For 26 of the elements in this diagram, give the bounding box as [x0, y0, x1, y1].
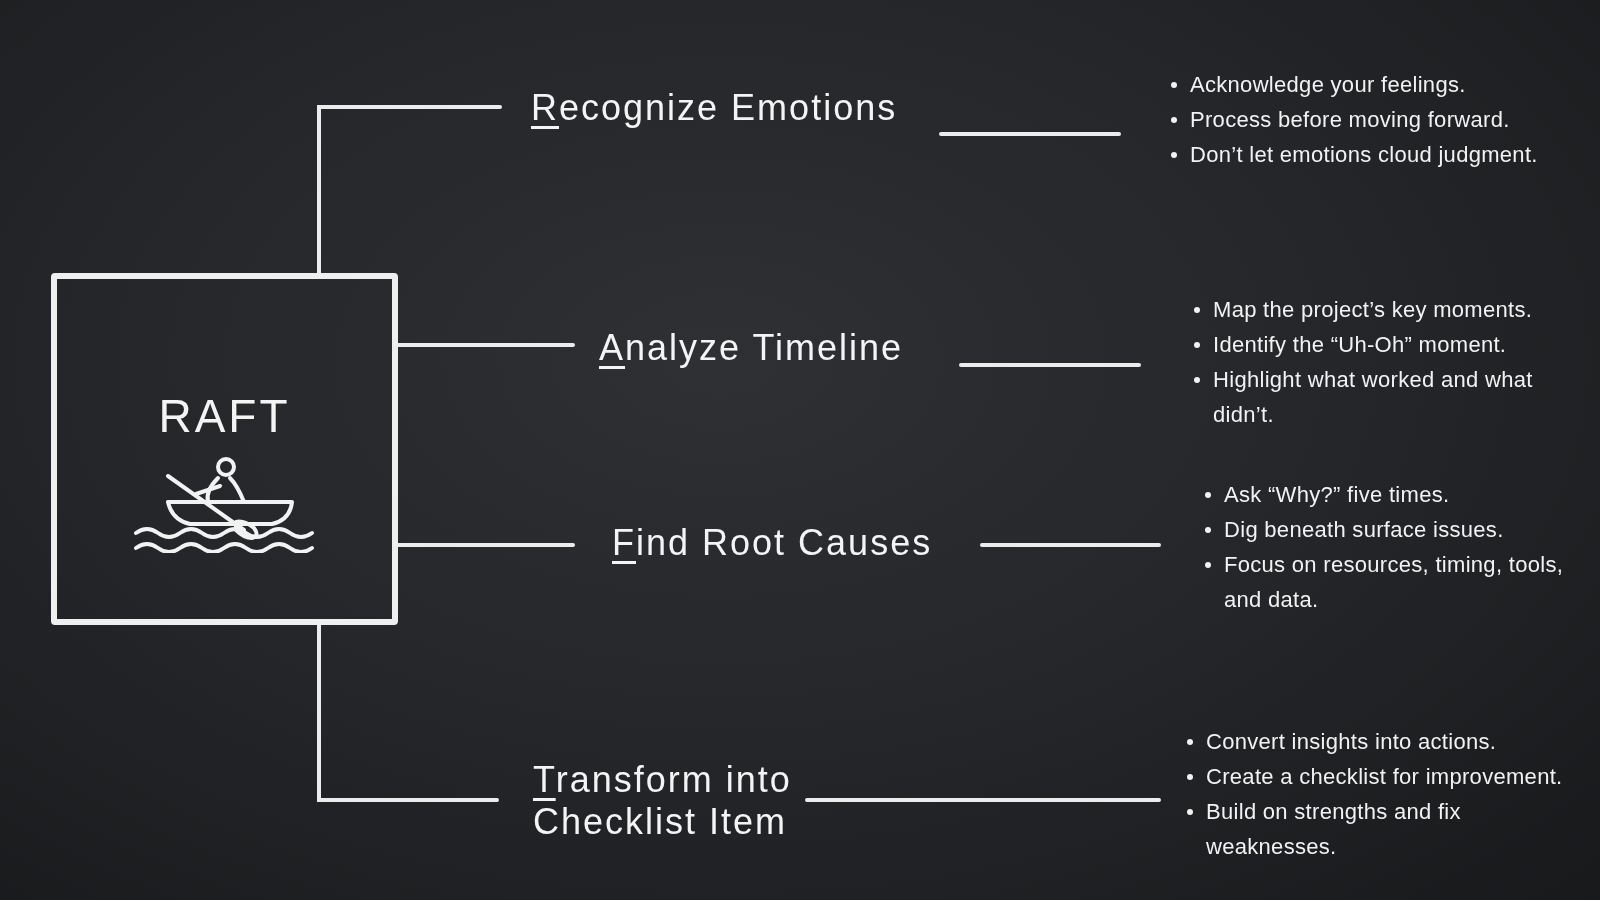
- bullet-text: Acknowledge your feelings.: [1190, 71, 1466, 99]
- bullet-text: Identify the “Uh-Oh” moment.: [1213, 331, 1507, 359]
- connector-line: [939, 132, 1121, 136]
- bullet-text: Don’t let emotions cloud judgment.: [1190, 141, 1538, 169]
- connector-line: [396, 543, 575, 547]
- connector-line: [317, 105, 502, 275]
- heading-text: Find Root Causes: [612, 522, 934, 564]
- heading-text: Transform into Checklist Item: [533, 759, 793, 843]
- bullet-text: Dig beneath surface issues.: [1224, 516, 1504, 544]
- connector-line: [980, 543, 1161, 547]
- heading-text: Analyze Timeline: [599, 326, 905, 369]
- bullet-text: Map the project’s key moments.: [1213, 296, 1533, 324]
- bullet-text: Focus on resources, timing, tools, and data.: [1224, 551, 1565, 614]
- bullet-text: Create a checklist for improvement.: [1206, 763, 1563, 791]
- bullet-text: Build on strengths and fix weaknesses.: [1206, 798, 1462, 861]
- bullet-text: Process before moving forward.: [1190, 106, 1510, 134]
- connector-line: [317, 623, 499, 802]
- connector-line: [959, 363, 1141, 367]
- heading-text: Recognize Emotions: [531, 86, 899, 129]
- raft-box: [51, 273, 398, 625]
- bullet-text: Convert insights into actions.: [1206, 728, 1497, 756]
- box-title: RAFT: [158, 390, 291, 442]
- bullet-text: Ask “Why?” five times.: [1224, 481, 1450, 509]
- connector-line: [805, 798, 1161, 802]
- bullet-text: Highlight what worked and what didn’t.: [1213, 366, 1534, 429]
- connector-line: [396, 343, 575, 347]
